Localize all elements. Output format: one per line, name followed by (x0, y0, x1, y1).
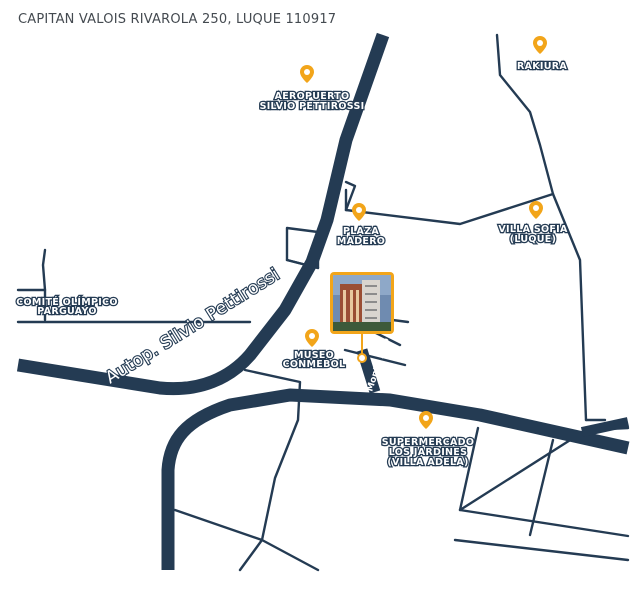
map-pin-icon (529, 201, 543, 219)
map-pin-icon (305, 329, 319, 347)
autopista-label: Autop. Silvio Pettirossi (102, 264, 283, 388)
poi-comite-olimpico[interactable]: COMITÉ OLÍMPICO PARGUAYO (15, 295, 119, 319)
map-pin-icon (419, 411, 433, 429)
poi-supermercado[interactable]: SUPERMERCADO LOS JARDINES (VILLA ADELA) (380, 411, 475, 469)
streets (16, 33, 630, 572)
map-pin-icon (533, 36, 547, 54)
poi-label: COMITÉ OLÍMPICO (16, 296, 117, 308)
poi-label: SILVIO PETTIROSSI (260, 101, 365, 112)
poi-label: PLAZA (343, 226, 379, 237)
poi-aeropuerto[interactable]: AEROPUERTO SILVIO PETTIROSSI (258, 65, 365, 113)
poi-label: (VILLA ADELA) (387, 457, 468, 468)
poi-museo-conmebol[interactable]: MUSEO CONMEBOL (281, 329, 346, 371)
poi-label: VILLA SOFIA (498, 224, 568, 235)
poi-label: RAKIURA (517, 61, 567, 72)
poi-label: CONMEBOL (283, 359, 346, 370)
poi-label: MADERO (337, 236, 385, 247)
poi-rakiura[interactable]: RAKIURA (516, 36, 568, 73)
poi-label: MUSEO (294, 350, 334, 361)
poi-label: LOS JARDINES (389, 447, 467, 458)
poi-villa-sofia[interactable]: VILLA SOFIA (LUQUE) (497, 201, 569, 246)
poi-label: (LUQUE) (510, 234, 557, 245)
property-marker[interactable] (330, 272, 394, 363)
map-pin-icon (300, 65, 314, 83)
building-photo (333, 275, 391, 331)
map-pin-icon (352, 203, 366, 221)
poi-label: PARGUAYO (37, 306, 96, 317)
address-header: CAPITAN VALOIS RIVAROLA 250, LUQUE 11091… (18, 12, 337, 27)
poi-plaza-madero[interactable]: PLAZA MADERO (336, 203, 386, 248)
poi-label: SUPERMERCADO (382, 437, 474, 448)
poi-label: AEROPUERTO (275, 91, 350, 102)
